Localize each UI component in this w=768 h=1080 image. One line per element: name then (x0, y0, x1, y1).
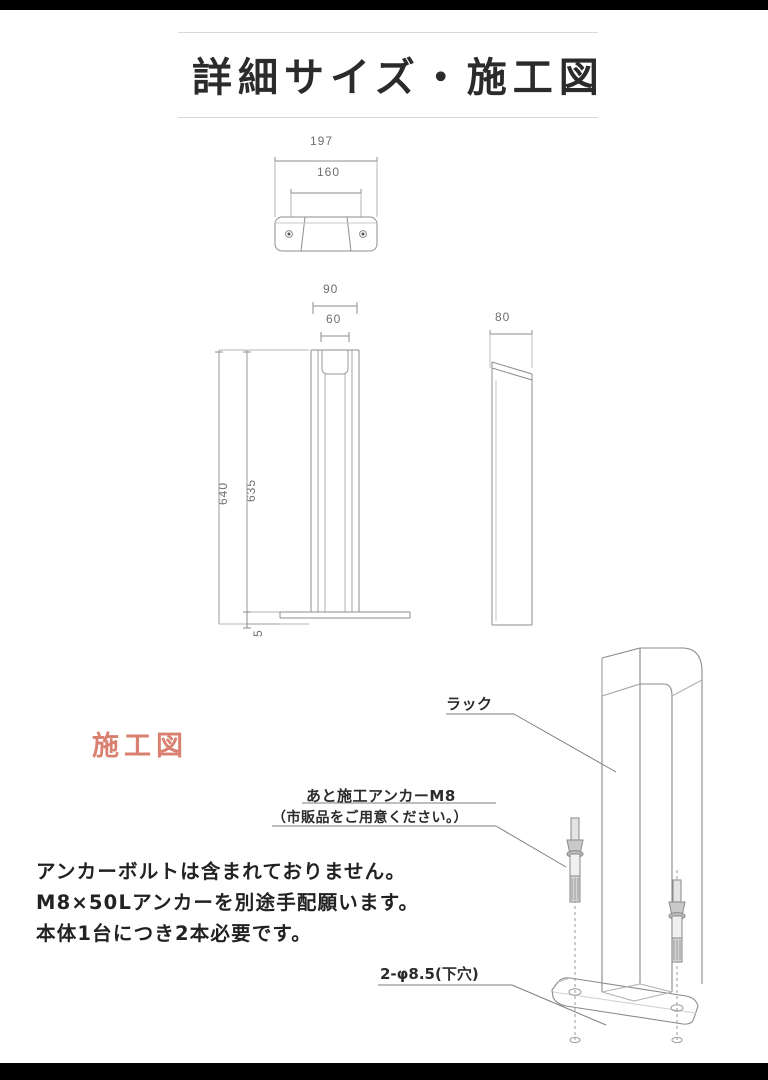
callout-pilot-hole-label: 2-φ8.5(下穴) (380, 965, 479, 983)
isometric-assembly-svg (551, 647, 703, 1044)
page-title: 詳細サイズ・施工図 (192, 55, 605, 101)
drawing-page: 詳細サイズ・施工図 197 160 (0, 10, 768, 1063)
construction-heading: 施工図 (92, 731, 188, 762)
dim-80-label: 80 (495, 310, 511, 324)
letterbox-bottom (0, 1063, 768, 1080)
anchor-bolt-right (668, 879, 686, 963)
callout-anchor-label-line1: あと施工アンカーM8 (306, 787, 456, 805)
callout-anchor-label-line2: （市販品をご用意ください。） (272, 810, 468, 826)
dim-90-label: 90 (323, 282, 339, 296)
dim-160-label: 160 (317, 165, 341, 179)
front-view-svg (215, 302, 411, 629)
anchor-note-line-1: アンカーボルトは含まれておりません。 (36, 860, 407, 883)
title-rule-bottom (178, 117, 598, 118)
callout-rack-label: ラック (446, 695, 493, 713)
dim-197-label: 197 (310, 134, 334, 148)
anchor-note-line-2: M8×50Lアンカーを別途手配願います。 (36, 891, 420, 914)
anchor-note-block: アンカーボルトは含まれておりません。 M8×50Lアンカーを別途手配願います。 … (36, 856, 419, 949)
title-rule-top (178, 32, 598, 33)
side-view-svg (489, 330, 533, 626)
anchor-note-line-3: 本体1台につき2本必要です。 (36, 922, 312, 945)
dim-60-label: 60 (326, 312, 342, 326)
anchor-bolt-left (566, 817, 584, 903)
callout-leaders-svg (272, 713, 617, 1026)
top-view-svg (274, 157, 378, 252)
letterbox-top (0, 0, 768, 10)
page-title-block: 詳細サイズ・施工図 (178, 32, 605, 118)
